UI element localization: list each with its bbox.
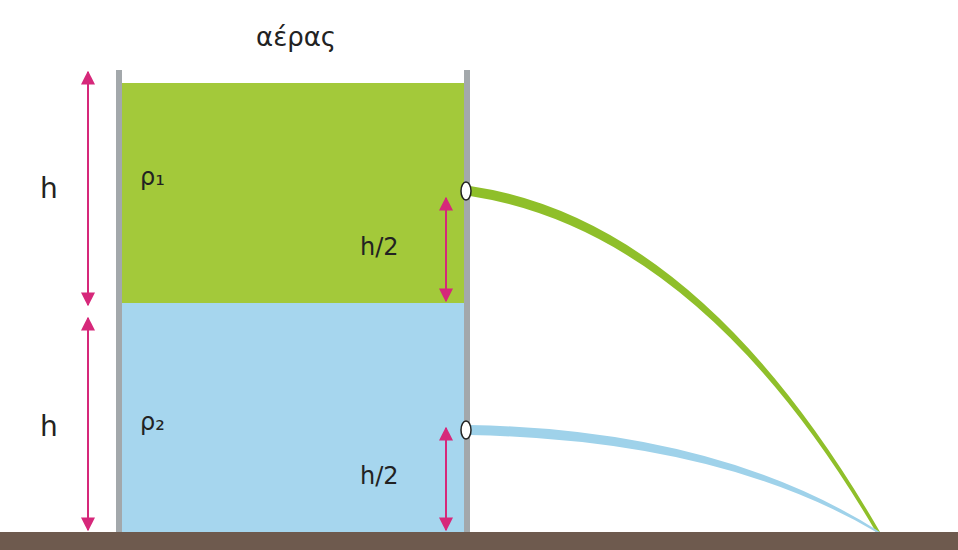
dimension-label: h/2 [360, 462, 399, 490]
hole [461, 421, 471, 439]
liquid-layer: ρ₂ [122, 303, 464, 532]
dimension-arrow [445, 428, 447, 530]
dimension-label: h [40, 410, 58, 443]
medium-label: αέρας [256, 22, 336, 52]
density-label: ρ₁ [140, 163, 165, 191]
density-label: ρ₂ [140, 408, 165, 436]
wall [464, 70, 470, 532]
liquid-layer: ρ₁ [122, 83, 464, 303]
dimension-arrow [87, 72, 89, 305]
dimension-label: h [40, 172, 58, 205]
liquid-2 [122, 303, 464, 532]
dimension-label: h/2 [360, 233, 399, 261]
hole [461, 182, 471, 200]
ground [0, 532, 958, 550]
wall [116, 70, 122, 532]
liquid-1 [122, 83, 464, 303]
green-jet [470, 186, 880, 532]
dimension-arrow [87, 318, 89, 530]
blue-jet [470, 425, 880, 532]
dimension-arrow [445, 198, 447, 301]
